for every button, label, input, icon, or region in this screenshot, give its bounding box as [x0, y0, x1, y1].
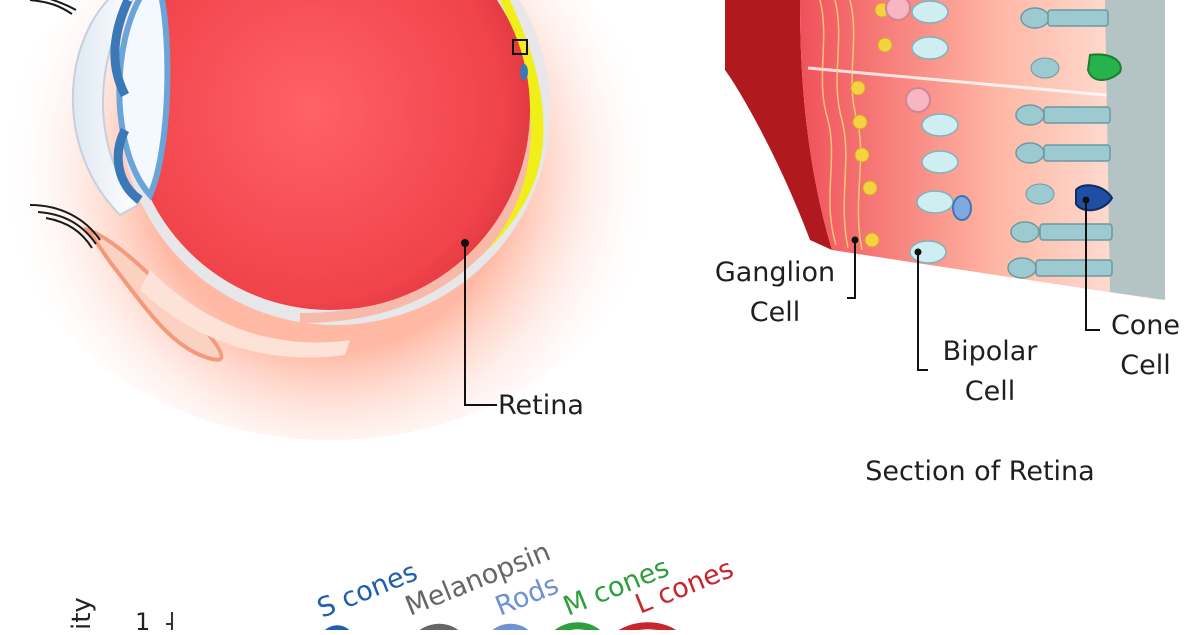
- photoreceptor-column: [1105, 0, 1165, 300]
- ganglion-cell-label: Ganglion Cell: [705, 253, 845, 333]
- vitreous-body: [130, 0, 530, 310]
- bipolar-cells: [909, 0, 959, 264]
- cone-leader: [1085, 200, 1100, 331]
- upper-lashes: [29, 0, 77, 15]
- cone-leader-dot: [1082, 196, 1090, 204]
- bipolar-cell-label-line2: Cell: [964, 376, 1016, 407]
- ganglion-cell-label-line2: Cell: [749, 297, 801, 328]
- retina-leader-line: [464, 243, 497, 406]
- curve-label-s-cones: S cones: [313, 556, 422, 624]
- bipolar-cell-label: Bipolar Cell: [930, 332, 1050, 412]
- section-side: [725, 0, 832, 250]
- bipolar-leader: [917, 252, 928, 371]
- curve-melanopsin: [414, 623, 463, 635]
- rod-cells: [1007, 7, 1113, 279]
- curve-l-cones: [612, 622, 682, 635]
- fovea-marker: [512, 39, 528, 55]
- y-axis-tick: [166, 612, 173, 630]
- lower-lashes: [29, 204, 101, 249]
- ganglion-leader-dot: [851, 236, 859, 244]
- y-axis-label-fragment: ity: [67, 597, 97, 630]
- cone-cell-label-line1: Cone: [1110, 310, 1181, 341]
- bipolar-cell-label-line1: Bipolar: [942, 336, 1038, 367]
- lid-skin: [140, 270, 350, 358]
- eye-illustration: [0, 0, 660, 440]
- y-tick-label: 1: [135, 608, 150, 630]
- iris: [110, 0, 143, 204]
- cornea: [71, 0, 140, 217]
- ganglion-cells: [850, 2, 893, 248]
- curve-m-cones: [549, 622, 605, 635]
- blue-bipolar-cell: [952, 195, 972, 221]
- retina-label: Retina: [498, 390, 584, 421]
- sensitivity-curves: [320, 622, 682, 635]
- bipolar-leader-dot: [914, 248, 922, 256]
- optic-disc: [520, 64, 528, 80]
- spectral-sensitivity-plot: S cones Melanopsin Rods M cones L cones …: [67, 536, 738, 635]
- ganglion-leader: [847, 240, 856, 299]
- retina-section: [725, 0, 1165, 371]
- cone-cell-label: Cone Cell: [1098, 306, 1193, 386]
- curve-rods: [487, 623, 533, 635]
- lens: [116, 0, 171, 201]
- ganglion-cell-label-line1: Ganglion: [714, 257, 836, 288]
- section-title: Section of Retina: [865, 456, 1095, 487]
- cone-cell-label-line2: Cell: [1120, 350, 1171, 381]
- cone-cells: [1025, 53, 1122, 212]
- amacrine-cells: [885, 0, 931, 113]
- curve-s-cones: [320, 625, 354, 635]
